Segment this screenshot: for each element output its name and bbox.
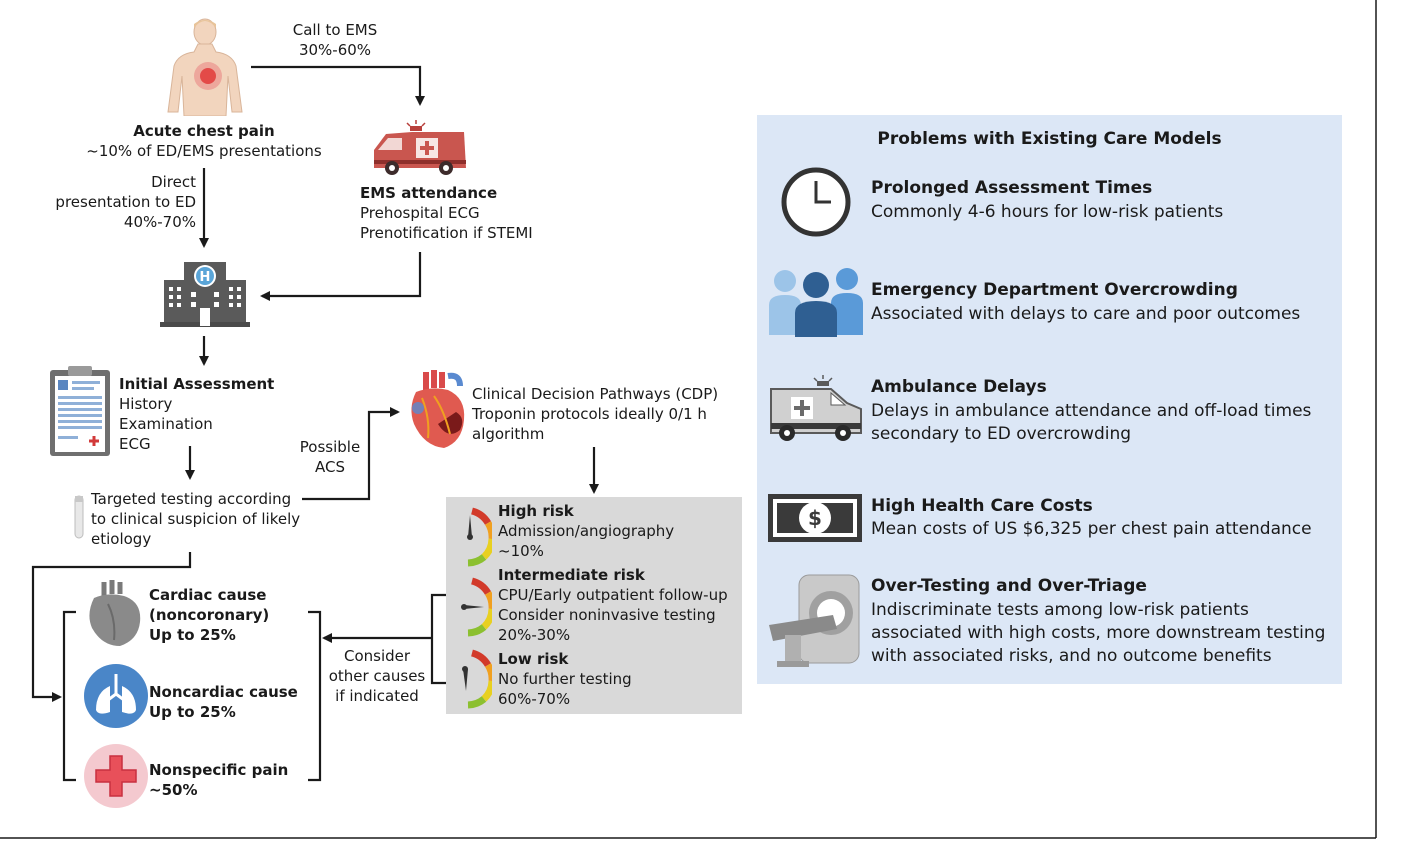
problem-text: Indiscriminate tests among low-risk pati…: [871, 600, 1326, 666]
possible-acs-label: Possible ACS: [299, 438, 361, 476]
problem-title: Ambulance Delays: [871, 377, 1047, 397]
chest-pain-label: Acute chest pain ~10% of ED/EMS presenta…: [86, 122, 322, 160]
low-risk-text: Low risk No further testing 60%-70%: [498, 650, 632, 708]
patient-chest-pain-icon: [167, 18, 243, 116]
red-cross-icon: [84, 744, 148, 808]
noncardiac-cause-text: Noncardiac cause Up to 25%: [149, 683, 298, 721]
high-risk-gauge-icon: [467, 507, 492, 567]
low-risk-gauge-icon: [462, 649, 492, 709]
risk-bracket: [430, 593, 446, 685]
problem-text: Commonly 4-6 hours for low-risk patients: [871, 202, 1224, 222]
arrow-call-ems: [251, 65, 425, 106]
test-tube-icon: [74, 495, 84, 539]
intermediate-risk-gauge-icon: [461, 577, 492, 637]
initial-assessment-label: Initial Assessment History Examination E…: [119, 375, 275, 453]
ems-attendance-label: EMS attendance Prehospital ECG Prenotifi…: [360, 184, 533, 242]
problem-title: Emergency Department Overcrowding: [871, 280, 1238, 300]
ems-ambulance-icon: [374, 120, 466, 175]
intermediate-risk-text: Intermediate risk CPU/Early outpatient f…: [498, 566, 728, 644]
call-ems-label: Call to EMS 30%-60%: [292, 21, 378, 59]
clipboard-icon: [50, 366, 110, 456]
svg-text:H: H: [200, 270, 211, 285]
anatomical-heart-icon: [411, 370, 465, 448]
nonspecific-pain-text: Nonspecific pain ~50%: [149, 761, 289, 799]
clock-icon: [781, 167, 851, 237]
cdp-label: Clinical Decision Pathways (CDP) Troponi…: [472, 385, 719, 443]
targeted-testing-label: Targeted testing according to clinical s…: [91, 490, 301, 548]
problem-title: Prolonged Assessment Times: [871, 178, 1153, 198]
cardiac-cause-text: Cardiac cause (noncoronary) Up to 25%: [149, 586, 270, 644]
problem-text: Associated with delays to care and poor …: [871, 304, 1301, 324]
svg-text:$: $: [808, 506, 822, 530]
causes-bracket-right: [308, 610, 322, 782]
ct-scanner-icon: [769, 574, 860, 667]
panel-title: Problems with Existing Care Models: [877, 129, 1222, 149]
problem-title: Over-Testing and Over-Triage: [871, 576, 1147, 596]
high-risk-text: High risk Admission/angiography ~10%: [498, 502, 675, 560]
lungs-icon: [84, 664, 148, 728]
problem-text: Delays in ambulance attendance and off-l…: [871, 401, 1312, 444]
problems-panel: Problems with Existing Care Models Prolo…: [757, 115, 1342, 684]
ambulance-icon: [770, 375, 862, 441]
hospital-icon: H: [160, 262, 250, 327]
crowd-icon: [769, 268, 863, 337]
consider-other-causes-label: Consider other causes if indicated: [328, 647, 426, 705]
problem-title: High Health Care Costs: [871, 496, 1093, 516]
direct-presentation-label: Direct presentation to ED 40%-70%: [55, 173, 196, 231]
dollar-bill-icon: $: [768, 494, 862, 542]
problem-text: Mean costs of US $6,325 per chest pain a…: [871, 519, 1312, 539]
risk-stratification-box: High risk Admission/angiography ~10% Int…: [446, 497, 742, 714]
arrow-ems-to-hospital: [260, 252, 422, 301]
causes-bracket-left: [62, 610, 76, 782]
heart-organ-icon: [89, 580, 141, 646]
